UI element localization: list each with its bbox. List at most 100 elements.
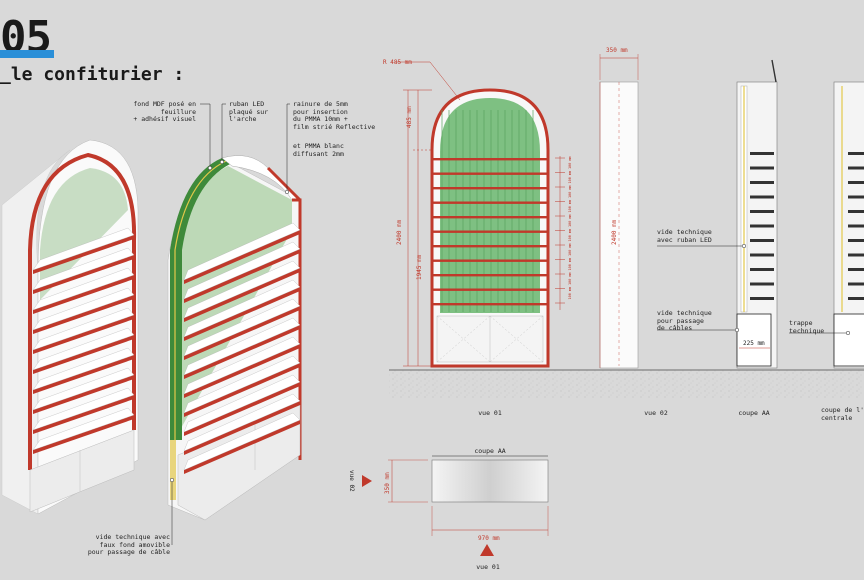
fluted-panel	[441, 110, 534, 312]
section-shelf	[848, 253, 864, 257]
section-shelf	[848, 268, 864, 271]
iso-shelf-top	[183, 393, 301, 452]
dim-485: 485 mm	[406, 106, 413, 128]
dim-shelf-spacing: 100 mm	[568, 258, 572, 271]
dim-2400: 2400 mm	[396, 219, 403, 245]
label-vue02: vue 02	[644, 409, 668, 417]
section-shelf	[750, 297, 774, 300]
iso-shelf-edge	[33, 235, 134, 274]
side-elevation	[599, 54, 639, 369]
iso-shelf-edge	[184, 363, 300, 417]
iso-shelf-edge	[184, 249, 300, 303]
callout-fond-mdf: fond MDF posé en feuillure + adhésif vis…	[133, 100, 196, 123]
shelf	[433, 230, 547, 233]
iso-shelf-top	[183, 279, 301, 338]
label-coupe-aa: coupe AA	[738, 409, 770, 417]
iso-shelf-edge	[33, 335, 134, 374]
accent-bar	[0, 50, 54, 58]
dim-shelf-spacing: 100 mm	[568, 171, 572, 184]
dim-350-top: 350 mm	[606, 47, 628, 54]
section-shelf	[848, 282, 864, 286]
iso-shelf-edge	[33, 315, 134, 354]
iso-shelf-edge	[33, 275, 134, 314]
section-shelf	[750, 181, 774, 184]
shelf	[433, 187, 547, 190]
callout-vide-technique-bas: vide technique avec faux fond amovible p…	[87, 533, 170, 556]
dim-shelf-spacing: 100 mm	[568, 272, 572, 285]
section-shelf	[848, 239, 864, 242]
iso-shelf-top	[32, 347, 135, 391]
shelf	[433, 172, 547, 175]
section-shelf	[848, 210, 864, 213]
section-shelf	[848, 152, 864, 155]
shelf	[433, 201, 547, 204]
iso-right-shelves	[183, 222, 301, 474]
view-arrow-vue02	[362, 475, 372, 487]
iso-shelf-top	[32, 307, 135, 351]
iso-shelf-top	[183, 336, 301, 395]
section-shelf	[750, 152, 774, 155]
iso-shelf-top	[32, 287, 135, 331]
shelf	[433, 216, 547, 219]
iso-shelf-edge	[184, 287, 300, 341]
section-shelf	[750, 253, 774, 257]
iso-left-shelves	[32, 227, 135, 454]
iso-shelf-top	[32, 327, 135, 371]
iso-shelf-top	[32, 227, 135, 271]
iso-shelf-edge	[184, 230, 300, 284]
plan-title: coupe AA	[474, 447, 506, 455]
iso-shelf-edge	[184, 420, 300, 474]
iso-shelf-edge	[33, 395, 134, 434]
callout-vide-technique-led: vide technique avec ruban LED	[657, 228, 712, 244]
iso-shelf-edge	[184, 401, 300, 455]
iso-shelf-edge	[33, 415, 134, 454]
plan-view	[362, 455, 549, 556]
iso-shelf-edge	[184, 325, 300, 379]
shelf	[433, 288, 547, 291]
front-shelves	[433, 158, 547, 306]
front-elevation	[430, 88, 550, 368]
iso-shelf-edge	[184, 382, 300, 436]
dim-350-plan: 350 mm	[384, 472, 391, 494]
shelf	[433, 274, 547, 277]
view-arrow-vue01	[480, 544, 494, 556]
callout-pmma: et PMMA blanc diffusant 2mm	[293, 142, 344, 158]
dim-shelf-spacing: 100 mm	[568, 156, 572, 169]
plan-label-vue01: vue 01	[476, 563, 500, 571]
iso-shelf-top	[183, 412, 301, 471]
dim-shelf-spacing: 100 mm	[568, 185, 572, 198]
dim-shelf-spacing: 100 mm	[568, 243, 572, 256]
section-aa	[736, 59, 778, 369]
callout-rainure: rainure de 5mm pour insertion du PMMA 10…	[293, 100, 376, 131]
iso-shelf-top	[32, 407, 135, 451]
iso-shelf-top	[183, 222, 301, 281]
label-vue01: vue 01	[478, 409, 502, 417]
section-shelf	[750, 210, 774, 213]
iso-shelf-top	[32, 387, 135, 431]
iso-shelf-top	[183, 374, 301, 433]
iso-shelf-top	[183, 298, 301, 357]
section-shelves	[750, 152, 774, 300]
dim-2400-side: 2400 mm	[611, 219, 618, 245]
iso-shelf-top	[183, 241, 301, 300]
iso-shelf-top	[183, 317, 301, 376]
section-shelf	[750, 282, 774, 286]
shelf	[433, 158, 547, 161]
section-callout-lines	[657, 243, 851, 336]
dim-shelf-spacing: 100 mm	[568, 229, 572, 242]
label-coupe-arche-centrale: coupe de l'a centrale	[821, 406, 864, 422]
section-shelf	[848, 181, 864, 184]
dim-1945: 1945 mm	[416, 254, 423, 280]
iso-shelf-edge	[33, 255, 134, 294]
plan-label-vue02: vue 02	[348, 470, 355, 492]
section-shelf	[848, 166, 864, 170]
iso-shelf-edge	[184, 268, 300, 322]
page-title: _le confiturier :	[0, 64, 185, 85]
arch-section-shelves	[848, 152, 864, 300]
iso-shelf-top	[32, 247, 135, 291]
iso-shelf-edge	[33, 355, 134, 394]
iso-shelf-edge	[33, 295, 134, 334]
front-dimension-lines	[395, 61, 561, 367]
iso-shelf-top	[32, 267, 135, 311]
